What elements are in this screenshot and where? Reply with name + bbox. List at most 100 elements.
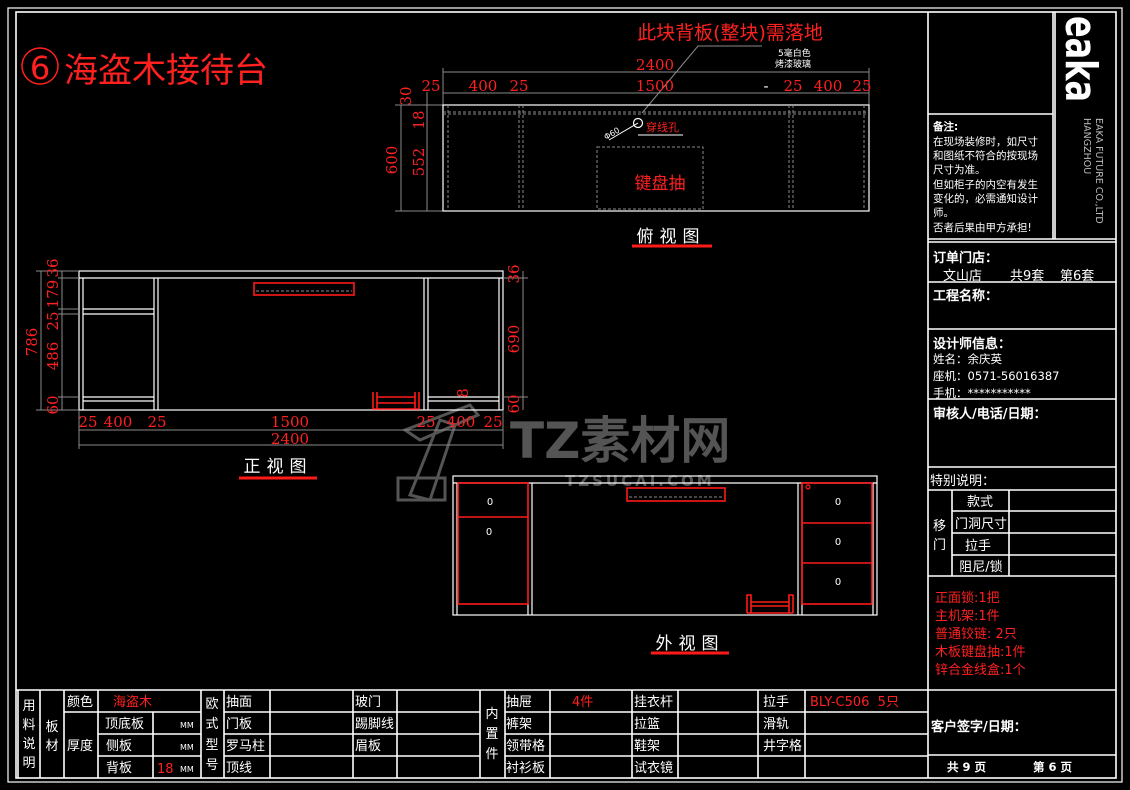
builtin-item: 滑轨 bbox=[763, 717, 789, 732]
thickness-unit: MM bbox=[180, 765, 194, 774]
outside-view-caption: 外视图 bbox=[656, 634, 725, 654]
handle-icon: 0 bbox=[487, 497, 493, 508]
front-outline bbox=[78, 270, 504, 411]
euro-item: 顶线 bbox=[226, 761, 252, 776]
euro-item: 抽面 bbox=[226, 695, 252, 710]
handle-icon: 0 bbox=[835, 537, 841, 548]
sliding-door-label: 移 bbox=[933, 519, 946, 534]
hardware-note: 锌合金线盒:1个 bbox=[935, 662, 1026, 678]
board-label-char: 材 bbox=[45, 739, 58, 754]
top-dim: 25 bbox=[509, 77, 528, 95]
cable-hole-label: 穿线孔 bbox=[646, 120, 679, 134]
outside-view: 0 0 0 0 0 外视图 bbox=[452, 475, 878, 655]
section-label-char: 明 bbox=[22, 756, 35, 771]
euro-item: 玻门 bbox=[355, 695, 381, 710]
top-dim: 400 bbox=[814, 77, 843, 95]
builtin-item: 领带格 bbox=[506, 738, 545, 754]
color-value: 海盗木 bbox=[113, 694, 152, 710]
builtin-label-char: 件 bbox=[485, 747, 498, 762]
note-leader bbox=[641, 45, 762, 114]
euro-label-char: 欧 bbox=[205, 697, 218, 712]
thickness-unit: MM bbox=[180, 721, 194, 730]
builtin-item: 抽屉 bbox=[506, 695, 532, 710]
remarks-line: 师。 bbox=[933, 206, 954, 219]
top-dim: 400 bbox=[469, 77, 498, 95]
sliding-row-label: 门洞尺寸 bbox=[955, 517, 1007, 532]
drawing-title-text: 海盗木接待台 bbox=[64, 51, 268, 91]
builtin-item: 挂衣杆 bbox=[634, 694, 673, 710]
designer-name: 姓名：余庆英 bbox=[933, 352, 1002, 366]
thickness-row-label: 顶底板 bbox=[105, 716, 144, 732]
builtin-item: 衬衫板 bbox=[506, 761, 545, 776]
remarks-line: 在现场装修时，如尺寸 bbox=[933, 135, 1038, 148]
euro-item: 门板 bbox=[226, 717, 252, 732]
order-store-label: 订单门店： bbox=[933, 250, 998, 266]
pages-total: 共 9 页 bbox=[947, 760, 987, 774]
front-right-dim: 690 bbox=[505, 325, 523, 354]
thickness-row-label: 侧板 bbox=[106, 739, 132, 754]
euro-label-char: 号 bbox=[205, 758, 218, 773]
outer-frame bbox=[7, 7, 1123, 783]
remarks-line: 但如柜子的内空有发生 bbox=[933, 178, 1038, 191]
desk-top-outline bbox=[442, 104, 870, 212]
front-right-dim: 36 bbox=[505, 264, 523, 283]
front-width-dim: 25 bbox=[483, 413, 502, 431]
handle-model-value: BLY-C506 5只 bbox=[810, 695, 899, 710]
front-right-dim: 60 bbox=[505, 394, 523, 413]
reviewer-label: 审核人/电话/日期： bbox=[933, 406, 1047, 422]
designer-phone: 座机：0571-56016387 bbox=[933, 369, 1059, 383]
builtin-item: 裤架 bbox=[506, 717, 532, 732]
top-depth-dim: 552 bbox=[410, 148, 428, 177]
thickness-row-label: 背板 bbox=[106, 761, 132, 776]
top-dim: 25 bbox=[783, 77, 802, 95]
handle-icon: 0 bbox=[835, 497, 841, 508]
set-current: 第6套 bbox=[1060, 268, 1094, 284]
top-dim: - bbox=[763, 77, 768, 95]
thickness-unit: MM bbox=[180, 743, 194, 752]
watermark-logo-icon bbox=[396, 403, 481, 502]
company-line2: EAKA FUTURE CO.,LTD bbox=[1093, 118, 1104, 224]
euro-item: 踢脚线 bbox=[355, 716, 394, 732]
builtin-label-char: 内 bbox=[485, 706, 498, 722]
top-depth-dim: 18 bbox=[410, 110, 428, 129]
euro-label-char: 式 bbox=[205, 717, 218, 732]
top-depth-dim: 600 bbox=[383, 146, 401, 175]
front-left-dim: 179 bbox=[44, 280, 62, 309]
top-dim: 1500 bbox=[636, 77, 674, 95]
host-stand bbox=[746, 594, 794, 614]
remarks-line: 尺寸为准。 bbox=[933, 163, 986, 176]
builtin-item: 鞋架 bbox=[634, 738, 660, 754]
builtin-label-char: 置 bbox=[485, 727, 498, 742]
designer-mobile: 手机：*********** bbox=[933, 386, 1031, 400]
top-dim: 25 bbox=[852, 77, 871, 95]
front-total-height: 786 bbox=[23, 328, 41, 357]
builtin-item-value: 4件 bbox=[572, 695, 593, 710]
drawing-title: 6 海盗木接待台 bbox=[21, 47, 268, 91]
front-left-dim: 25 bbox=[44, 311, 62, 330]
front-width-dim: 1500 bbox=[271, 413, 309, 431]
euro-item: 眉板 bbox=[355, 739, 381, 754]
sets-total: 共9套 bbox=[1010, 268, 1044, 284]
cable-hole-icon bbox=[632, 117, 644, 129]
builtin-item: 井字格 bbox=[763, 738, 802, 754]
section-label-char: 用 bbox=[22, 699, 35, 714]
front-total-width: 2400 bbox=[271, 430, 309, 448]
top-depth-dim: 30 bbox=[397, 86, 415, 105]
thickness-label: 厚度 bbox=[67, 738, 93, 754]
watermark: TZ素材网 TZSUCAI.COM bbox=[396, 403, 730, 502]
page-current: 第 6 页 bbox=[1033, 760, 1073, 774]
front-width-dim: 25 bbox=[78, 413, 97, 431]
front-width-dim: 25 bbox=[147, 413, 166, 431]
back-panel-note: 此块背板(整块)需落地 bbox=[637, 22, 823, 44]
builtin-item: 拉手 bbox=[763, 695, 789, 710]
keyboard-tray-outline bbox=[596, 146, 704, 210]
hardware-note: 木板键盘抽:1件 bbox=[935, 644, 1026, 660]
top-view-caption: 俯视图 bbox=[637, 227, 706, 247]
thickness-row-value: 18 bbox=[157, 762, 174, 777]
euro-item: 罗马柱 bbox=[226, 739, 265, 754]
remarks-line: 否者后果由甲方承担! bbox=[933, 221, 1032, 234]
sliding-row-label: 拉手 bbox=[965, 539, 991, 554]
sliding-row-label: 阻尼/锁 bbox=[959, 559, 1002, 575]
number-circle bbox=[21, 47, 59, 85]
builtin-item: 试衣镜 bbox=[634, 760, 673, 776]
